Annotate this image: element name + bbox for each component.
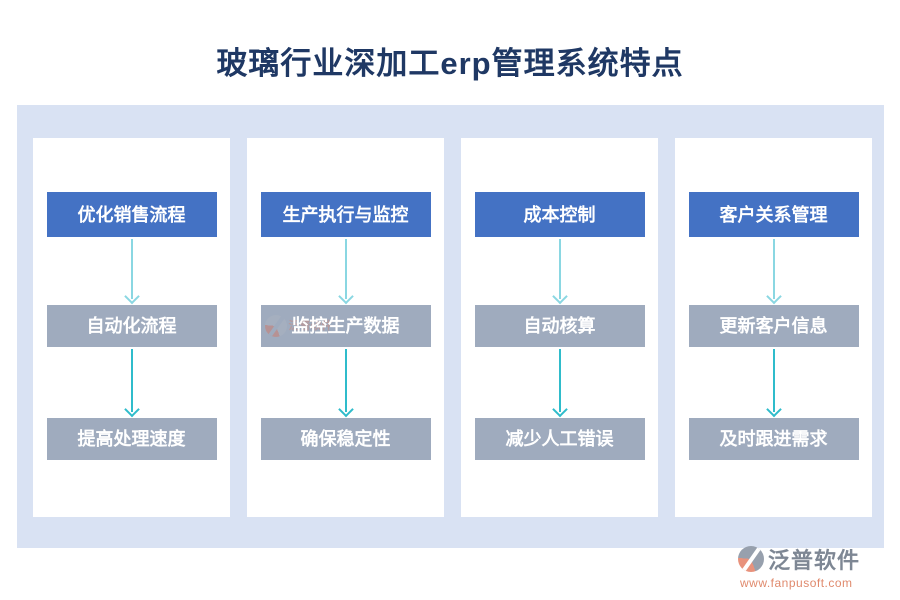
arrow-shaft	[130, 239, 133, 299]
feature-step-label: 自动核算	[523, 316, 596, 336]
arrow-head	[765, 401, 782, 418]
arrow-shaft	[344, 239, 347, 299]
feature-step-label: 更新客户信息	[719, 316, 828, 336]
feature-step: 泛普软件 监控生产数据	[260, 305, 431, 347]
feature-header-label: 成本控制	[523, 204, 596, 225]
feature-step: 确保稳定性	[260, 418, 431, 460]
arrow-head	[123, 401, 140, 418]
arrow-shaft	[558, 239, 561, 299]
diagram-panel: 优化销售流程 自动化流程 提高处理速度 生产执行与监控 泛普软件 监控生产数据 …	[17, 105, 884, 548]
feature-header: 优化销售流程	[46, 192, 217, 237]
arrow-shaft	[558, 349, 561, 412]
down-arrow-icon	[123, 237, 140, 305]
arrow-shaft	[772, 349, 775, 412]
brand-url: www.fanpusoft.com	[740, 576, 853, 590]
arrow-shaft	[130, 349, 133, 412]
arrow-head	[551, 288, 568, 305]
fanpu-logo-icon	[738, 546, 764, 572]
feature-column-crm: 客户关系管理 更新客户信息 及时跟进需求	[675, 138, 872, 517]
fanpu-logo-icon	[264, 315, 287, 337]
feature-header-label: 客户关系管理	[719, 204, 828, 225]
arrow-head	[337, 401, 354, 418]
feature-column-cost: 成本控制 自动核算 减少人工错误	[461, 138, 658, 517]
feature-step-label: 自动化流程	[86, 316, 177, 336]
feature-header: 成本控制	[474, 192, 645, 237]
feature-header: 生产执行与监控	[260, 192, 431, 237]
feature-header-label: 生产执行与监控	[282, 204, 409, 225]
down-arrow-icon	[123, 347, 140, 418]
brand-row: 泛普软件	[738, 543, 890, 575]
feature-header-label: 优化销售流程	[77, 204, 186, 225]
down-arrow-icon	[551, 237, 568, 305]
watermark: 泛普软件	[264, 315, 333, 337]
arrow-head	[337, 288, 354, 305]
down-arrow-icon	[551, 347, 568, 418]
feature-column-production: 生产执行与监控 泛普软件 监控生产数据 确保稳定性	[247, 138, 444, 517]
feature-step-label: 提高处理速度	[77, 429, 186, 449]
feature-step: 自动核算	[474, 305, 645, 347]
arrow-shaft	[772, 239, 775, 299]
feature-step-label: 确保稳定性	[300, 429, 391, 449]
brand-footer: 泛普软件 www.fanpusoft.com	[738, 543, 890, 590]
feature-step-label: 监控生产数据	[291, 316, 400, 336]
feature-header: 客户关系管理	[688, 192, 859, 237]
feature-step-label: 减少人工错误	[505, 429, 614, 449]
arrow-shaft	[344, 349, 347, 412]
feature-step: 减少人工错误	[474, 418, 645, 460]
watermark-brand-text: 泛普软件	[288, 319, 333, 332]
down-arrow-icon	[337, 237, 354, 305]
feature-column-sales: 优化销售流程 自动化流程 提高处理速度	[33, 138, 230, 517]
feature-step: 更新客户信息	[688, 305, 859, 347]
arrow-head	[765, 288, 782, 305]
feature-step: 自动化流程	[46, 305, 217, 347]
feature-step: 提高处理速度	[46, 418, 217, 460]
arrow-head	[551, 401, 568, 418]
down-arrow-icon	[337, 347, 354, 418]
down-arrow-icon	[765, 237, 782, 305]
down-arrow-icon	[765, 347, 782, 418]
feature-step: 及时跟进需求	[688, 418, 859, 460]
arrow-head	[123, 288, 140, 305]
feature-step-label: 及时跟进需求	[719, 429, 828, 449]
page-title: 玻璃行业深加工erp管理系统特点	[216, 46, 684, 81]
brand-name: 泛普软件	[768, 548, 861, 573]
